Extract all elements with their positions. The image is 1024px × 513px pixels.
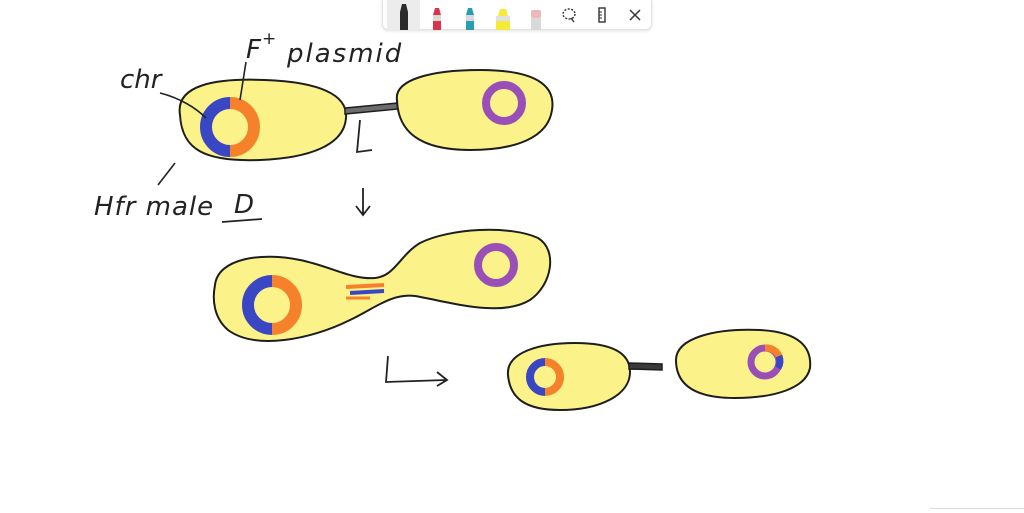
- label-hfr-male: Hfr male: [94, 192, 214, 222]
- teal-pen-icon: [465, 7, 474, 30]
- chr-pointer-line: [159, 92, 207, 119]
- transfer-strand-orange: [345, 283, 385, 289]
- label-chr: chr: [120, 65, 164, 95]
- ruler-icon: [597, 6, 606, 23]
- red-pen-tool[interactable]: [420, 0, 453, 30]
- black-pen-tool[interactable]: [387, 0, 420, 30]
- plasmid-ring-top: [482, 81, 526, 125]
- lasso-tool[interactable]: [552, 0, 585, 30]
- transferred-f-orange: [764, 344, 783, 358]
- label-f: F: [246, 35, 262, 65]
- donor-cell-top: [178, 78, 348, 162]
- eraser-tool[interactable]: [519, 0, 552, 30]
- transfer-strand-blue: [349, 289, 385, 295]
- f-factor-middle: [271, 275, 302, 335]
- highlighter-icon: [495, 8, 510, 30]
- hook-arrow-1: [355, 119, 373, 154]
- chromosome-ring-top: [200, 97, 231, 157]
- black-pen-icon: [399, 3, 408, 30]
- red-pen-icon: [432, 7, 441, 30]
- recipient-cell-bottom: [674, 328, 812, 400]
- right-arrow: [385, 355, 449, 387]
- close-button[interactable]: [618, 0, 651, 30]
- pilus-bridge-bottom: [628, 362, 663, 371]
- donor-cell-bottom: [506, 341, 632, 412]
- close-icon: [628, 8, 641, 21]
- chromosome-ring-bottom: [526, 358, 546, 396]
- label-plasmid: plasmid: [286, 39, 403, 69]
- f-factor-top: [229, 97, 260, 157]
- scroll-edge: [930, 508, 1024, 513]
- pen-toolbar: [382, 0, 652, 30]
- recipient-cell-top: [395, 68, 554, 152]
- eraser-icon: [530, 9, 541, 30]
- fplus-pointer-line: [239, 61, 247, 101]
- teal-pen-tool[interactable]: [453, 0, 486, 30]
- yellow-highlighter-tool[interactable]: [486, 0, 519, 30]
- label-f-sup: +: [262, 29, 276, 49]
- pilus-bridge-top: [344, 102, 399, 115]
- plasmid-ring-middle: [474, 243, 518, 287]
- lasso-icon: [561, 7, 576, 22]
- ruler-tool[interactable]: [585, 0, 618, 30]
- hfr-pointer-line: [157, 162, 176, 186]
- transferred-chr-blue: [774, 354, 784, 370]
- d-underline: [221, 218, 263, 223]
- f-factor-bottom: [544, 358, 564, 396]
- chromosome-ring-middle: [242, 275, 273, 335]
- merging-cell-middle: [212, 228, 552, 342]
- down-arrow: [355, 188, 371, 217]
- label-d: D: [234, 190, 254, 220]
